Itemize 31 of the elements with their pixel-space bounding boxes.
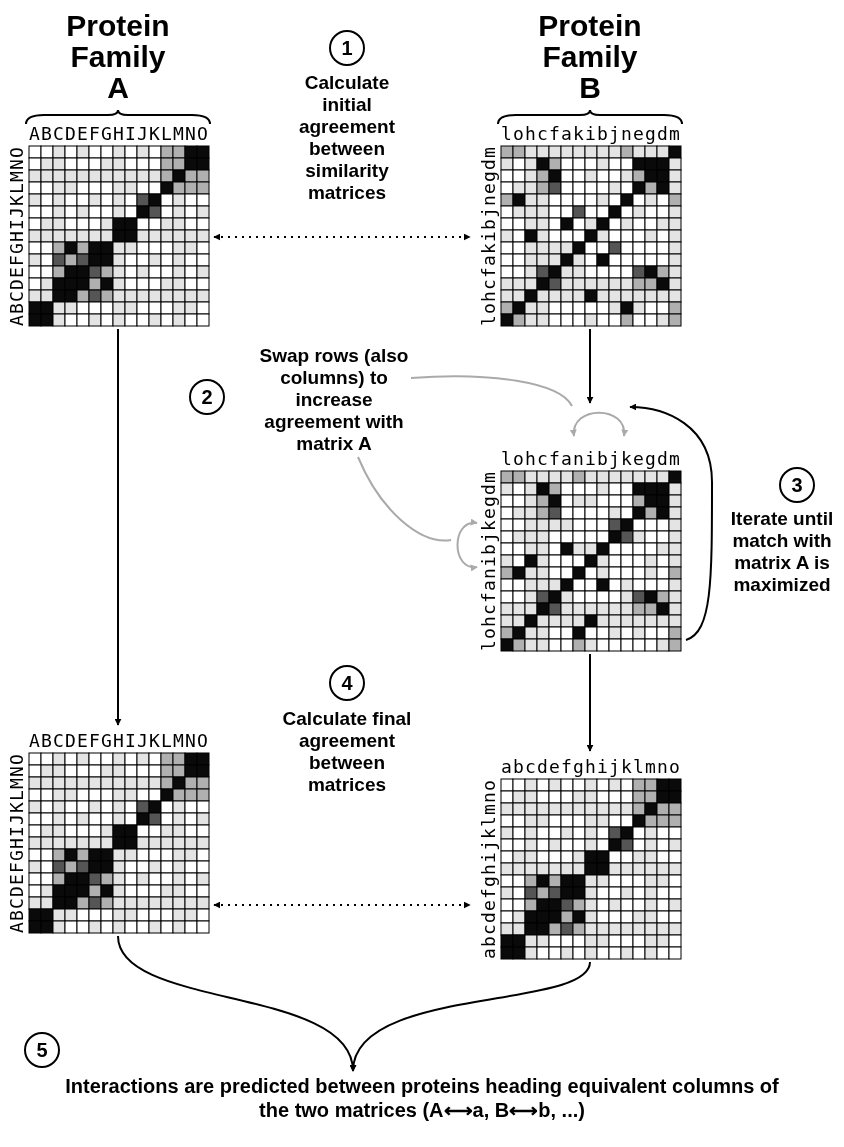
arrow <box>586 328 594 404</box>
step-number: 3 <box>779 467 815 503</box>
column-labels: lohcfakibjnegdm <box>501 124 681 144</box>
row-labels: abcdefghijklmno <box>479 779 499 959</box>
leader-line <box>410 375 573 407</box>
family-heading: Protein Family B <box>537 10 643 103</box>
row-labels: ABCDEFGHIJKLMNO <box>7 146 27 326</box>
arrow <box>351 961 591 1072</box>
step-description: Calculate initial agreement between similarity matrices <box>297 72 397 204</box>
arrow <box>114 328 122 726</box>
loop-arrow <box>629 403 713 641</box>
step-description: Calculate final agreement between matrices <box>282 708 412 796</box>
arrow <box>586 653 594 752</box>
step-description: Swap rows (also columns) to increase agreement with matrix A <box>258 345 410 455</box>
leader-line <box>357 456 452 542</box>
step-number: 2 <box>189 379 225 415</box>
column-labels: lohcfanibjkegdm <box>501 449 681 469</box>
step-number: 4 <box>329 665 365 701</box>
dotted-double-arrow <box>213 233 471 241</box>
step-number: 1 <box>329 30 365 66</box>
column-labels: abcdefghijklmno <box>501 757 681 777</box>
family-heading: Protein Family A <box>65 10 171 103</box>
row-labels: lohcfanibjkegdm <box>479 471 499 651</box>
column-labels: ABCDEFGHIJKLMNO <box>29 124 209 144</box>
step-description: Iterate until match with matrix A is maximized <box>729 508 835 596</box>
row-labels: lohcfakibjnegdm <box>479 146 499 326</box>
column-labels: ABCDEFGHIJKLMNO <box>29 731 209 751</box>
step-number: 5 <box>24 1032 60 1068</box>
dotted-double-arrow <box>213 901 471 909</box>
conclusion-text: Interactions are predicted between proteins heading equivalent columns of the two matrices (A⟷a, B⟷b, ...) <box>60 1074 784 1122</box>
row-labels: ABCDEFGHIJKLMNO <box>7 753 27 933</box>
